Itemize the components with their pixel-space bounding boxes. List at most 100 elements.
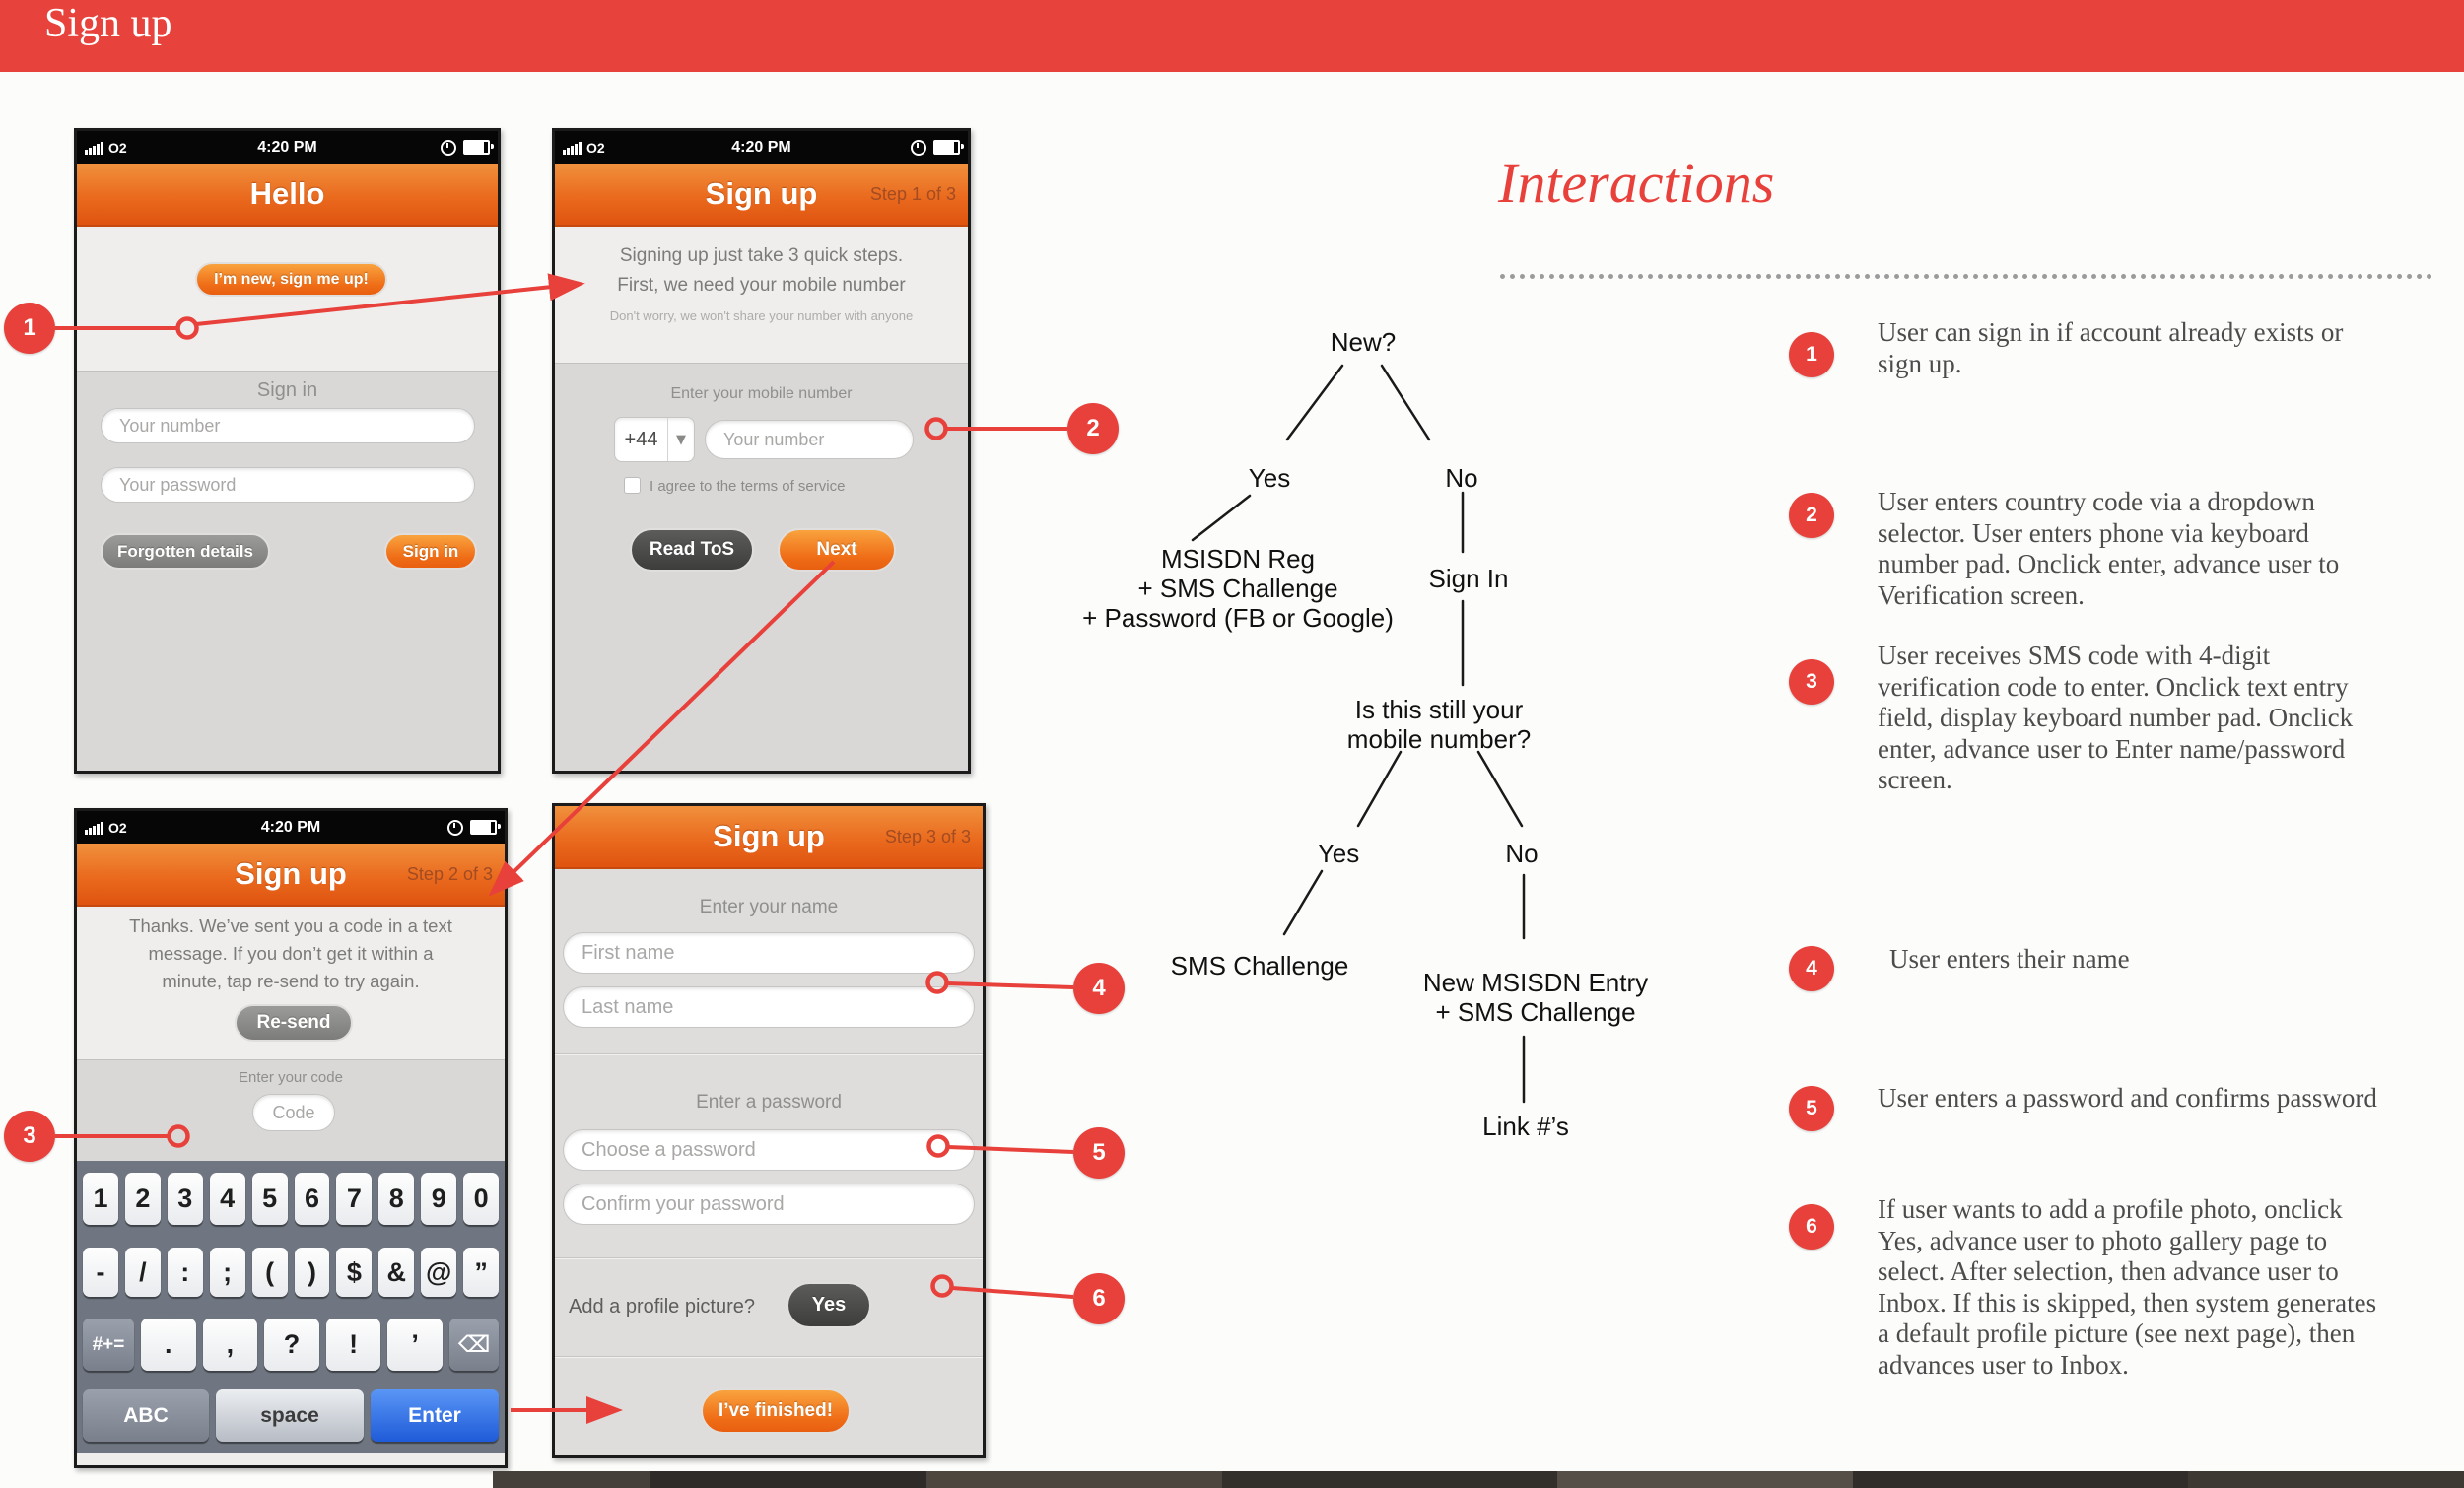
list-item-5: User enters a password and confirms pass… bbox=[1878, 1083, 2377, 1113]
signal-icon bbox=[85, 821, 103, 835]
sign-me-up-button[interactable]: I’m new, sign me up! bbox=[195, 262, 387, 297]
list-item-6: If user wants to add a profile photo, on… bbox=[1878, 1194, 2377, 1380]
key-slash[interactable]: / bbox=[124, 1248, 161, 1297]
key-symbols-shift[interactable]: #+= bbox=[83, 1319, 134, 1371]
battery-icon bbox=[470, 820, 501, 835]
backspace-key[interactable]: ⌫ bbox=[448, 1319, 499, 1371]
keyboard-row-bottom: ABC space Enter bbox=[83, 1389, 499, 1442]
divider bbox=[555, 1053, 983, 1054]
choose-password-input[interactable] bbox=[563, 1129, 975, 1171]
flow-label-no2: No bbox=[1505, 839, 1539, 868]
callout-2: 2 bbox=[1067, 403, 1119, 454]
flow-node-new-msisdn: New MSISDN Entry + SMS Challenge bbox=[1422, 968, 1649, 1027]
first-name-input[interactable] bbox=[563, 932, 975, 974]
country-code-select[interactable]: +44 ▼ bbox=[614, 417, 695, 462]
code-input[interactable] bbox=[252, 1094, 335, 1131]
signin-password-input[interactable] bbox=[101, 467, 475, 503]
privacy-note: Don't worry, we won't share your number … bbox=[609, 308, 914, 323]
key-quote[interactable]: ” bbox=[463, 1248, 500, 1297]
list-item-2: User enters country code via a dropdown … bbox=[1878, 487, 2340, 610]
key-1[interactable]: 1 bbox=[83, 1173, 118, 1225]
carrier-label: O2 bbox=[108, 139, 127, 156]
key-3[interactable]: 3 bbox=[167, 1173, 203, 1225]
callout-3: 3 bbox=[4, 1111, 55, 1162]
screen-header: Sign up Step 1 of 3 bbox=[555, 164, 968, 227]
key-8[interactable]: 8 bbox=[378, 1173, 415, 1225]
screen-header: Sign up Step 3 of 3 bbox=[555, 806, 983, 869]
key-4[interactable]: 4 bbox=[209, 1173, 245, 1225]
key-at[interactable]: @ bbox=[421, 1248, 457, 1297]
mobile-number-input[interactable] bbox=[705, 420, 914, 459]
key-dash[interactable]: - bbox=[83, 1248, 118, 1297]
read-tos-button[interactable]: Read ToS bbox=[630, 528, 754, 572]
finished-button[interactable]: I’ve finished! bbox=[701, 1388, 851, 1434]
clock-icon bbox=[447, 819, 463, 836]
list-badge-2: 2 bbox=[1789, 493, 1834, 538]
list-badge-5: 5 bbox=[1789, 1086, 1834, 1131]
key-paren-open[interactable]: ( bbox=[251, 1248, 288, 1297]
key-ampersand[interactable]: & bbox=[378, 1248, 415, 1297]
signin-number-input[interactable] bbox=[101, 408, 475, 443]
divider bbox=[555, 1356, 983, 1357]
intro-text: Signing up just take 3 quick steps. Firs… bbox=[617, 245, 906, 296]
key-question[interactable]: ? bbox=[264, 1319, 319, 1371]
key-dollar[interactable]: $ bbox=[336, 1248, 373, 1297]
flow-node-still-your-number: Is this still your mobile number? bbox=[1346, 695, 1532, 754]
key-0[interactable]: 0 bbox=[463, 1173, 500, 1225]
last-name-input[interactable] bbox=[563, 986, 975, 1028]
interactions-heading: Interactions bbox=[1498, 151, 1775, 215]
key-period[interactable]: . bbox=[141, 1319, 196, 1371]
list-item-1: User can sign in if account already exis… bbox=[1878, 317, 2344, 378]
clock-icon bbox=[441, 139, 456, 156]
page-title: Sign up bbox=[44, 1, 172, 46]
signin-button[interactable]: Sign in bbox=[384, 533, 477, 570]
profile-yes-button[interactable]: Yes bbox=[787, 1282, 871, 1328]
key-semicolon[interactable]: ; bbox=[209, 1248, 245, 1297]
list-item-3: User receives SMS code with 4-digit veri… bbox=[1878, 641, 2354, 794]
carrier-label: O2 bbox=[586, 139, 605, 156]
next-button[interactable]: Next bbox=[778, 528, 896, 572]
callout-1: 1 bbox=[4, 303, 55, 354]
confirm-password-input[interactable] bbox=[563, 1184, 975, 1225]
key-paren-close[interactable]: ) bbox=[294, 1248, 330, 1297]
keyboard-row-symbols1: - / : ; ( ) $ & @ ” bbox=[83, 1248, 500, 1297]
battery-icon bbox=[933, 140, 964, 155]
key-colon[interactable]: : bbox=[167, 1248, 203, 1297]
country-code-value: +44 bbox=[624, 428, 658, 450]
space-key[interactable]: space bbox=[216, 1389, 364, 1442]
resend-button[interactable]: Re-send bbox=[235, 1004, 353, 1042]
key-5[interactable]: 5 bbox=[251, 1173, 288, 1225]
flow-label-yes2: Yes bbox=[1317, 839, 1360, 868]
clock-icon bbox=[911, 139, 926, 156]
status-bar: O2 4:20 PM bbox=[555, 131, 968, 164]
divider bbox=[555, 1257, 983, 1258]
flow-node-sms-challenge: SMS Challenge bbox=[1170, 951, 1349, 981]
key-apostrophe[interactable]: ’ bbox=[387, 1319, 443, 1371]
forgotten-details-button[interactable]: Forgotten details bbox=[101, 533, 270, 570]
key-6[interactable]: 6 bbox=[294, 1173, 330, 1225]
key-exclaim[interactable]: ! bbox=[325, 1319, 381, 1371]
flow-node-msisdn-reg: MSISDN Reg + SMS Challenge + Password (F… bbox=[1082, 544, 1394, 633]
key-7[interactable]: 7 bbox=[336, 1173, 373, 1225]
screen-title: Sign up bbox=[705, 176, 818, 211]
abc-key[interactable]: ABC bbox=[83, 1389, 209, 1442]
number-entry-label: Enter your mobile number bbox=[670, 385, 853, 402]
key-comma[interactable]: , bbox=[202, 1319, 258, 1371]
name-section-label: Enter your name bbox=[699, 897, 839, 917]
tos-checkbox[interactable] bbox=[624, 477, 641, 494]
next-page-edge bbox=[493, 1471, 2464, 1488]
keyboard-row-symbols2: #+= . , ? ! ’ ⌫ bbox=[83, 1319, 499, 1371]
step-indicator: Step 3 of 3 bbox=[884, 827, 971, 846]
keyboard-row-digits: 1 2 3 4 5 6 7 8 9 0 bbox=[83, 1173, 500, 1225]
flow-label-no: No bbox=[1445, 463, 1478, 493]
status-time: 4:20 PM bbox=[257, 139, 317, 156]
key-2[interactable]: 2 bbox=[124, 1173, 161, 1225]
flow-node-sign-in: Sign In bbox=[1428, 564, 1509, 593]
tos-checkbox-label: I agree to the terms of service bbox=[650, 478, 846, 495]
phone-hello-screen: O2 4:20 PM Hello I’m new, sign me up! Si… bbox=[74, 128, 501, 774]
enter-key[interactable]: Enter bbox=[371, 1389, 499, 1442]
dotted-separator bbox=[1500, 274, 2432, 279]
key-9[interactable]: 9 bbox=[421, 1173, 457, 1225]
status-time: 4:20 PM bbox=[260, 819, 321, 836]
